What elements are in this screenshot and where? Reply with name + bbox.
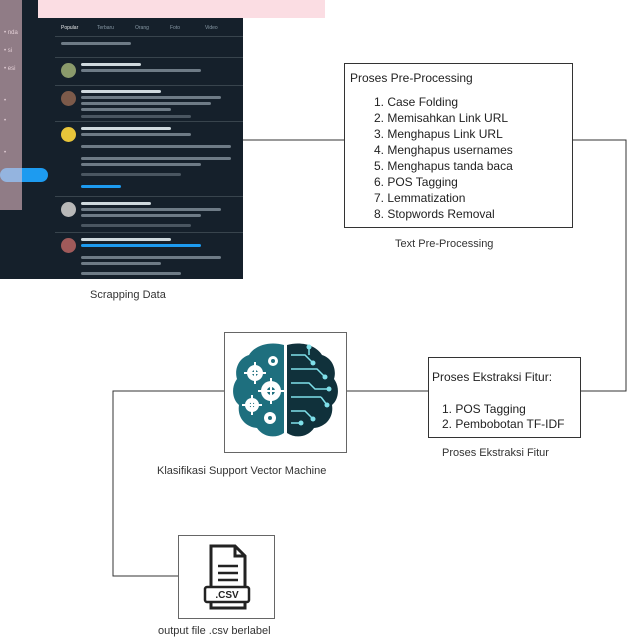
csv-file-icon: .CSV (203, 544, 251, 610)
tab-foto[interactable]: Foto (170, 25, 181, 31)
preprocessing-box: Proses Pre-Processing 1. Case Folding 2.… (344, 63, 573, 228)
preprocessing-step: 4. Menghapus usernames (374, 143, 513, 157)
extraction-step: 2. Pembobotan TF-IDF (442, 417, 565, 431)
avatar (61, 238, 76, 253)
preprocessing-step: 7. Lemmatization (374, 191, 466, 205)
preprocessing-title: Proses Pre-Processing (350, 71, 473, 85)
extraction-box: Proses Ekstraksi Fitur: 1. POS Tagging 2… (428, 357, 581, 438)
preprocessing-step: 5. Menghapus tanda baca (374, 159, 513, 173)
twitter-screenshot: • nda • si • esi • • • vulnerability Pop… (0, 0, 243, 279)
tab-terbaru[interactable]: Terbaru (97, 25, 114, 31)
tab-video[interactable]: Video (205, 25, 218, 31)
tab-orang[interactable]: Orang (135, 25, 149, 31)
preprocessing-step: 2. Memisahkan Link URL (374, 111, 509, 125)
list-item[interactable] (55, 85, 243, 122)
output-caption: output file .csv berlabel (158, 625, 271, 637)
extraction-step: 1. POS Tagging (442, 402, 526, 416)
extraction-caption: Proses Ekstraksi Fitur (442, 447, 549, 459)
list-item[interactable] (55, 57, 243, 86)
list-item[interactable] (55, 196, 243, 233)
extraction-title: Proses Ekstraksi Fitur: (432, 370, 553, 384)
svm-image-box (224, 332, 347, 453)
csv-label: .CSV (215, 590, 239, 601)
list-item[interactable] (55, 121, 243, 197)
preprocessing-step: 6. POS Tagging (374, 175, 458, 189)
brain-gear-icon (233, 343, 338, 437)
preprocessing-step: 1. Case Folding (374, 95, 459, 109)
output-file-box: .CSV (178, 535, 275, 619)
twitter-feed: vulnerability Popular Terbaru Orang Foto… (55, 0, 243, 279)
highlight-band-left (0, 0, 22, 210)
connector-svm-to-output (112, 390, 224, 577)
avatar (61, 202, 76, 217)
list-item[interactable] (55, 232, 243, 279)
preprocessing-step: 3. Menghapus Link URL (374, 127, 503, 141)
svm-caption: Klasifikasi Support Vector Machine (157, 465, 327, 477)
connector-preprocess-to-extraction (572, 139, 627, 392)
preprocessing-caption: Text Pre-Processing (395, 238, 494, 250)
scraping-caption: Scrapping Data (90, 289, 166, 301)
preprocessing-step: 8. Stopwords Removal (374, 207, 495, 221)
highlight-band (38, 0, 325, 18)
avatar (61, 127, 76, 142)
feed-tabs: Popular Terbaru Orang Foto Video (55, 22, 243, 37)
avatar (61, 91, 76, 106)
list-item[interactable] (55, 37, 243, 58)
tab-popular[interactable]: Popular (61, 25, 79, 31)
avatar (61, 63, 76, 78)
